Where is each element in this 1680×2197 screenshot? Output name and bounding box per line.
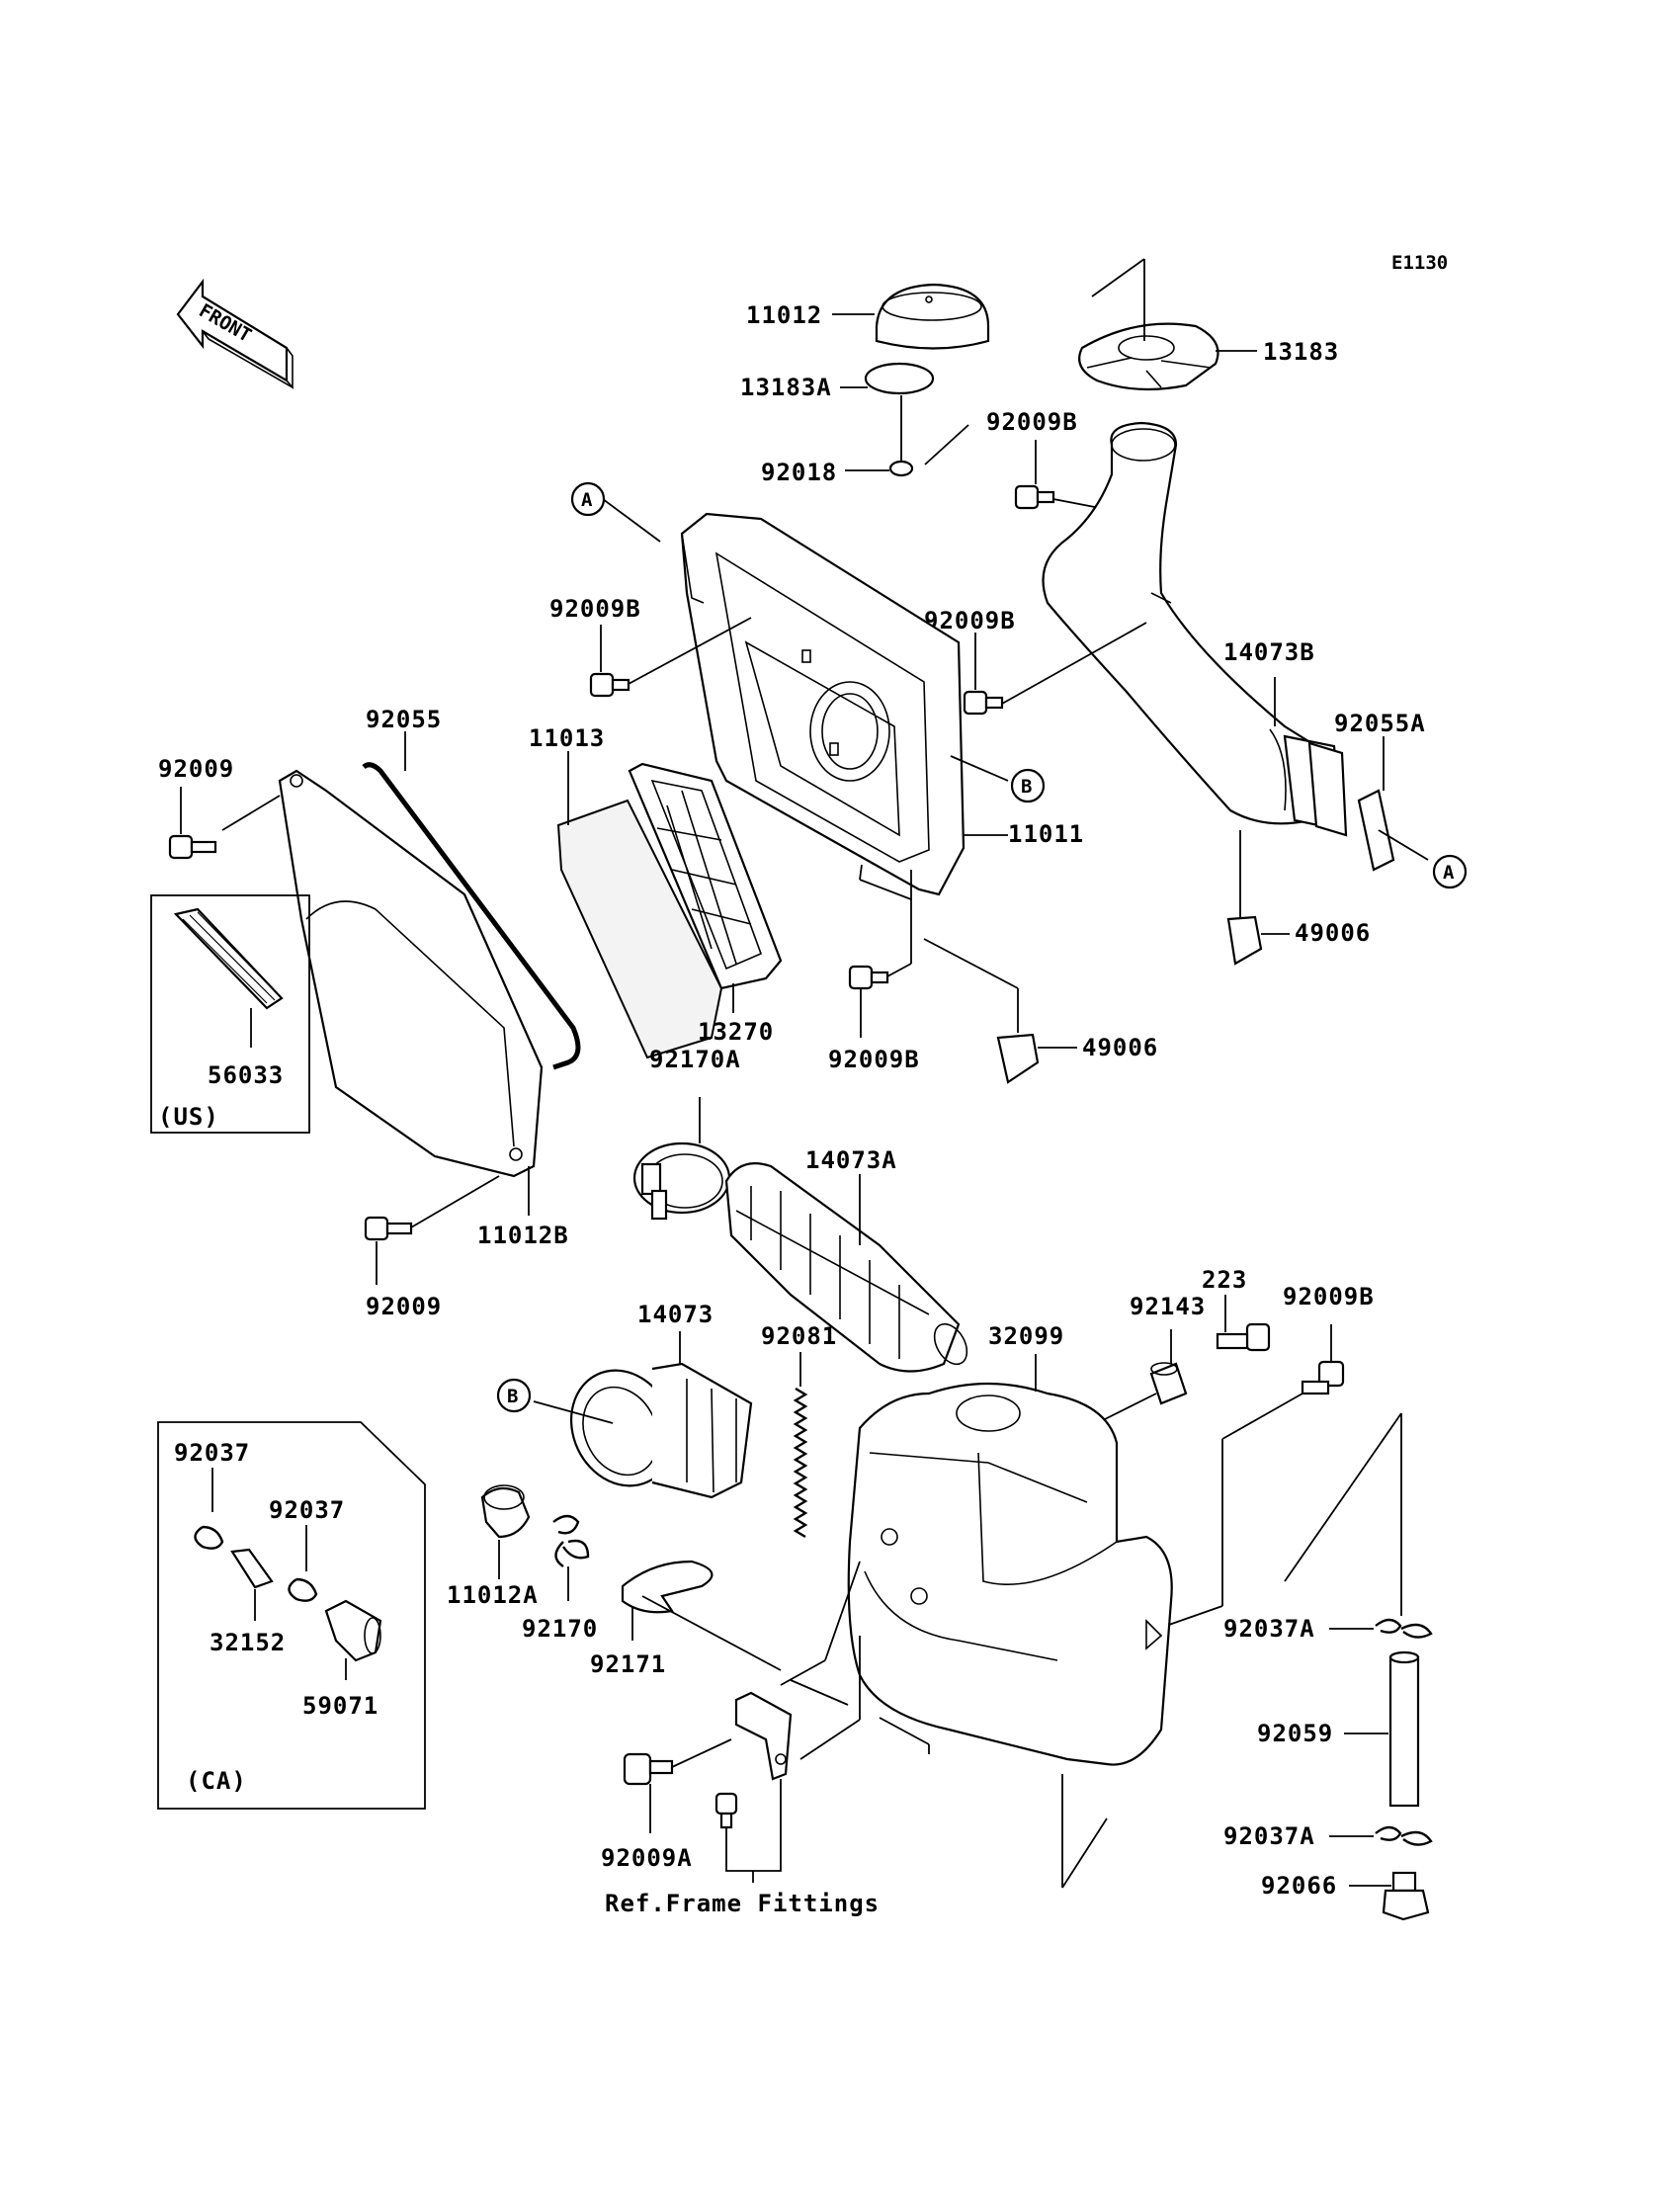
part-11013-filter <box>556 799 723 1059</box>
part-11012a-collar <box>480 1484 531 1539</box>
part-11012-cap <box>875 283 990 350</box>
label-11013: 11013 <box>529 724 605 752</box>
label-56033: 56033 <box>208 1061 284 1089</box>
label-92009b-left: 92009B <box>549 595 641 623</box>
part-92037-clip-2 <box>288 1577 318 1602</box>
svg-text:A: A <box>1443 862 1455 884</box>
part-14073b-duct <box>1042 421 1348 837</box>
us-box-label: (US) <box>158 1103 219 1131</box>
svg-text:B: B <box>507 1386 518 1407</box>
part-14073a-boot <box>724 1162 968 1373</box>
label-92037-2: 92037 <box>269 1496 345 1524</box>
label-92037a-low: 92037A <box>1223 1822 1315 1850</box>
label-92059: 92059 <box>1257 1720 1333 1747</box>
part-92009b-bolt-left <box>589 672 630 698</box>
label-92037-1: 92037 <box>174 1439 250 1467</box>
label-92081: 92081 <box>761 1322 837 1350</box>
ca-variant-box: 92037 92037 32152 59071 (CA) <box>157 1421 426 1810</box>
label-49006-right: 49006 <box>1295 919 1371 947</box>
callout-b-top: B <box>1010 768 1046 803</box>
label-92009b-low: 92009B <box>828 1046 920 1073</box>
label-92009a: 92009A <box>601 1844 693 1872</box>
part-92055a-gasket <box>1357 789 1395 872</box>
part-223-bolt <box>1216 1322 1271 1352</box>
part-49006-clip-low <box>996 1033 1040 1084</box>
part-92037-clip-1 <box>194 1525 224 1550</box>
part-frame-bracket <box>734 1691 793 1781</box>
part-92009b-bolt-mid <box>963 690 1004 716</box>
label-92143: 92143 <box>1130 1293 1206 1320</box>
ca-box-label: (CA) <box>186 1767 247 1795</box>
part-92081-spring <box>793 1387 808 1539</box>
part-92170a-clamp <box>632 1141 731 1221</box>
part-92009-bolt-low <box>364 1216 413 1241</box>
label-11012a: 11012A <box>447 1581 539 1609</box>
part-92037a-clip-top <box>1375 1618 1433 1639</box>
label-92009b-top: 92009B <box>986 408 1078 436</box>
part-13183a-disc <box>864 362 935 395</box>
part-92037a-clip-low <box>1375 1825 1433 1846</box>
label-92055: 92055 <box>366 706 442 733</box>
part-92009b-bolt-top <box>1014 484 1055 510</box>
label-11012b: 11012B <box>477 1222 569 1249</box>
part-92009a-bolt <box>623 1752 674 1786</box>
part-13270-filter-frame <box>628 762 783 990</box>
label-14073a: 14073A <box>805 1146 897 1174</box>
callout-b-low: B <box>496 1378 532 1413</box>
part-49006-clip-right <box>1226 915 1263 966</box>
label-13183: 13183 <box>1263 338 1339 366</box>
part-92009b-bolt-low <box>848 965 889 990</box>
part-32152-tube <box>230 1548 274 1589</box>
part-11011-air-box <box>680 512 966 896</box>
part-11012b-cover <box>278 769 544 1178</box>
callout-a-right: A <box>1432 854 1468 889</box>
label-14073b: 14073B <box>1223 638 1315 666</box>
part-92143-collar <box>1149 1362 1188 1405</box>
label-32099: 32099 <box>988 1322 1064 1350</box>
us-variant-box: 56033 (US) <box>150 894 310 1134</box>
part-14073-carb-boot <box>569 1362 753 1499</box>
label-223: 223 <box>1202 1266 1247 1294</box>
part-92009-bolt-top <box>168 834 217 860</box>
label-49006-low: 49006 <box>1082 1034 1158 1061</box>
svg-text:A: A <box>581 489 593 511</box>
part-92066-plug <box>1382 1871 1430 1921</box>
label-92009-low: 92009 <box>366 1293 442 1320</box>
part-92171-clamp <box>621 1560 714 1614</box>
label-92009b-right: 92009B <box>1283 1283 1375 1310</box>
part-92009b-bolt-right <box>1301 1360 1345 1395</box>
diagram-code: E1130 <box>1391 252 1448 274</box>
label-92055a: 92055A <box>1334 710 1426 737</box>
label-11011: 11011 <box>1008 820 1084 848</box>
label-59071: 59071 <box>302 1692 378 1720</box>
label-32152: 32152 <box>210 1629 286 1656</box>
label-92171: 92171 <box>590 1650 666 1678</box>
label-92037a-top: 92037A <box>1223 1615 1315 1643</box>
part-59071-fitting <box>324 1599 382 1662</box>
svg-text:B: B <box>1021 776 1032 798</box>
part-92055-seal <box>362 762 581 1070</box>
label-13183a: 13183A <box>740 374 832 401</box>
label-92170: 92170 <box>522 1615 598 1643</box>
label-92066: 92066 <box>1261 1872 1337 1900</box>
front-arrow-icon: FRONT <box>176 278 294 390</box>
label-92170a: 92170A <box>649 1046 741 1073</box>
part-92018-washer <box>888 460 914 477</box>
label-11012: 11012 <box>746 301 822 329</box>
label-92009-top: 92009 <box>158 755 234 783</box>
part-frame-fitting-bolt <box>714 1792 738 1829</box>
label-92018: 92018 <box>761 459 837 486</box>
reference-note: Ref.Frame Fittings <box>605 1890 880 1917</box>
part-92170-clip <box>552 1514 590 1567</box>
label-14073: 14073 <box>637 1301 714 1328</box>
part-13183-plate <box>1078 322 1219 391</box>
part-92059-hose <box>1388 1650 1420 1808</box>
part-32099-housing <box>847 1382 1173 1766</box>
label-13270: 13270 <box>698 1018 774 1046</box>
callout-a-top: A <box>570 481 606 517</box>
